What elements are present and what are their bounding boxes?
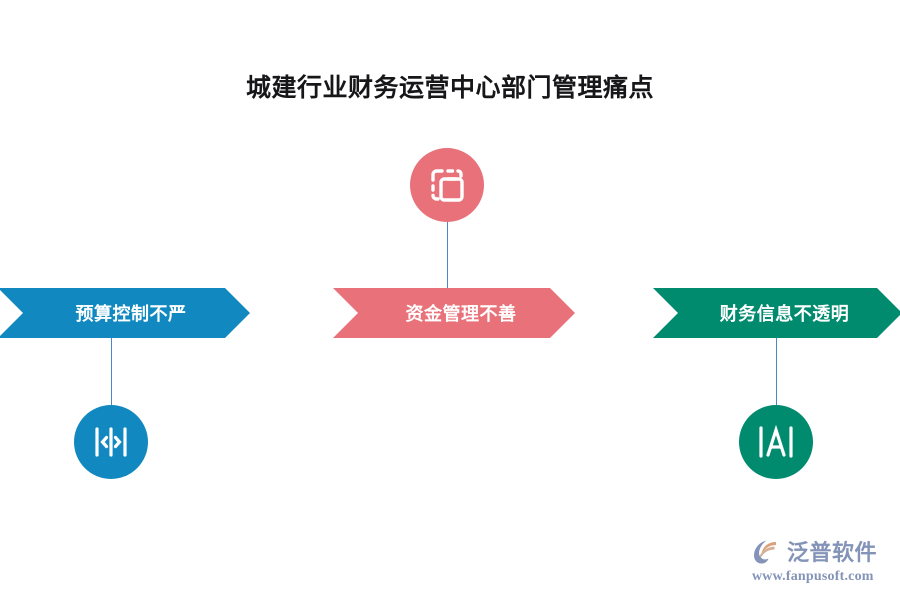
icon-badge-fund-management[interactable] xyxy=(410,148,484,222)
icon-badge-budget-control[interactable] xyxy=(74,405,148,479)
copy-duplicate-icon xyxy=(426,164,468,206)
letter-a-brackets-icon xyxy=(754,420,798,464)
chevron-banner-label: 资金管理不善 xyxy=(405,304,517,324)
brand-logo: 泛普软件 www.fanpusoft.com xyxy=(752,534,892,590)
logo-wordmark: 泛普软件 xyxy=(787,540,878,565)
chevron-banner-financial-transparency[interactable]: 财务信息不透明 xyxy=(653,288,900,338)
chevron-banner-label: 预算控制不严 xyxy=(75,304,187,324)
chevron-banner-budget-control[interactable]: 预算控制不严 xyxy=(0,288,250,338)
connector-line-middle-top xyxy=(447,222,448,290)
connector-line-right-bottom xyxy=(776,338,777,408)
chevron-banner-fund-management[interactable]: 资金管理不善 xyxy=(333,288,575,338)
connector-line-left-bottom xyxy=(111,338,112,408)
chevron-banner-label: 财务信息不透明 xyxy=(719,304,850,324)
page-title: 城建行业财务运营中心部门管理痛点 xyxy=(245,74,654,102)
icon-badge-financial-transparency[interactable] xyxy=(739,405,813,479)
logo-url: www.fanpusoft.com xyxy=(752,569,874,584)
expand-horizontal-icon xyxy=(90,421,132,463)
logo-mark-icon xyxy=(752,536,782,566)
